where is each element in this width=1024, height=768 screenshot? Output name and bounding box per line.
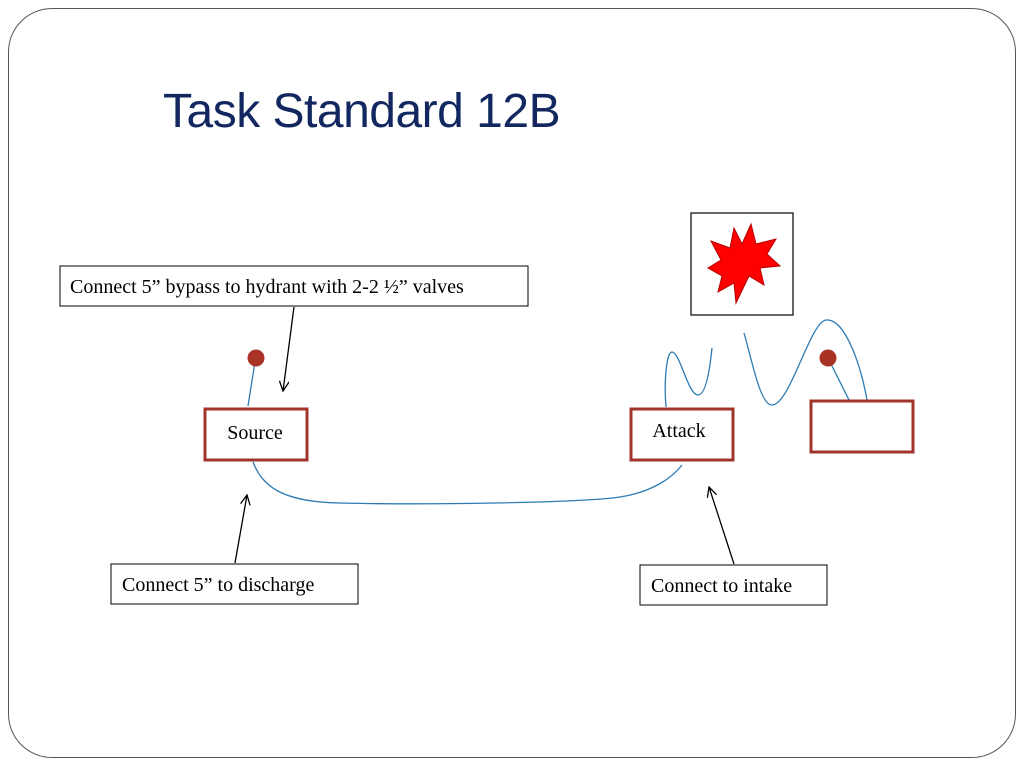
source-label: Source (227, 422, 283, 444)
page-title: Task Standard 12B (163, 85, 561, 138)
callout-intake: Connect to intake (639, 564, 828, 606)
hose-attack-right (743, 319, 868, 406)
arrow-discharge-to-source (234, 495, 247, 564)
callout-bypass-text: Connect 5” bypass to hydrant with 2-2 ½”… (70, 276, 464, 298)
callout-discharge: Connect 5” to discharge (110, 563, 359, 605)
empty-node (809, 399, 915, 454)
hose-discharge-to-intake (252, 461, 683, 505)
hydrant-dot-icon (819, 349, 837, 367)
hydrant-dot-icon (247, 349, 265, 367)
arrow-bypass-to-source (283, 306, 295, 391)
fire-box (690, 212, 794, 316)
source-node: Source (203, 407, 309, 462)
fire-burst-icon (707, 222, 782, 305)
callout-intake-text: Connect to intake (651, 575, 792, 597)
arrow-intake-to-attack (709, 487, 735, 565)
callout-bypass: Connect 5” bypass to hydrant with 2-2 ½”… (59, 265, 529, 307)
callout-discharge-text: Connect 5” to discharge (122, 574, 314, 596)
attack-label: Attack (652, 420, 705, 442)
hose-supply-line (247, 361, 256, 407)
slide-frame (8, 8, 1016, 758)
hose-attack-left (664, 347, 713, 408)
attack-node: Attack (629, 407, 735, 462)
